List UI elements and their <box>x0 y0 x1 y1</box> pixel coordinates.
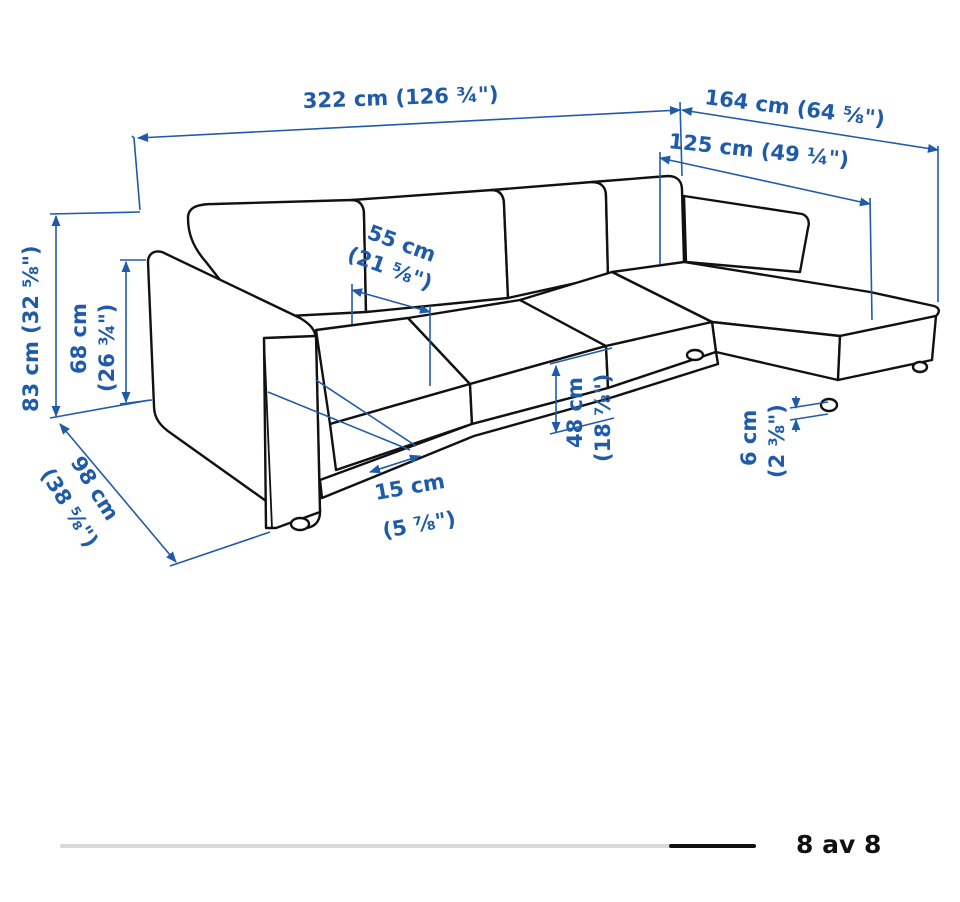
label-leg-height-in: (2 ⅜") <box>765 404 789 478</box>
gallery-progress-track[interactable] <box>60 844 756 848</box>
label-height: 83 cm (32 ⅝") <box>19 245 43 412</box>
label-armrest-width-cm: 15 cm <box>373 469 447 505</box>
chaise-front-end <box>836 314 938 382</box>
label-chaise-length: 164 cm (64 ⅝") <box>703 85 886 131</box>
dimension-lines <box>49 101 940 567</box>
leg <box>911 360 929 374</box>
leg <box>819 397 839 413</box>
sofa-base <box>318 350 720 500</box>
left-armrest-front <box>262 334 322 530</box>
label-armrest-width-in: (5 ⅞") <box>381 506 458 542</box>
label-seat-height-in: (18 ⅞") <box>591 374 615 462</box>
leg <box>685 348 705 362</box>
label-seat-height-cm: 48 cm <box>563 377 587 448</box>
label-leg-height-cm: 6 cm <box>737 410 761 466</box>
label-armrest-height-cm: 68 cm <box>67 303 91 374</box>
sofa-drawing <box>146 174 940 532</box>
label-total-width: 322 cm (126 ¾") <box>302 82 499 113</box>
label-armrest-height-in: (26 ¾") <box>95 304 119 392</box>
sofa-dimension-diagram: 322 cm (126 ¾") 164 cm (64 ⅝") 125 cm (4… <box>19 82 940 567</box>
chaise-armrest <box>682 194 810 274</box>
gallery-page-counter: 8 av 8 <box>796 830 882 859</box>
leg <box>289 516 311 532</box>
gallery-progress-fill <box>669 844 756 848</box>
